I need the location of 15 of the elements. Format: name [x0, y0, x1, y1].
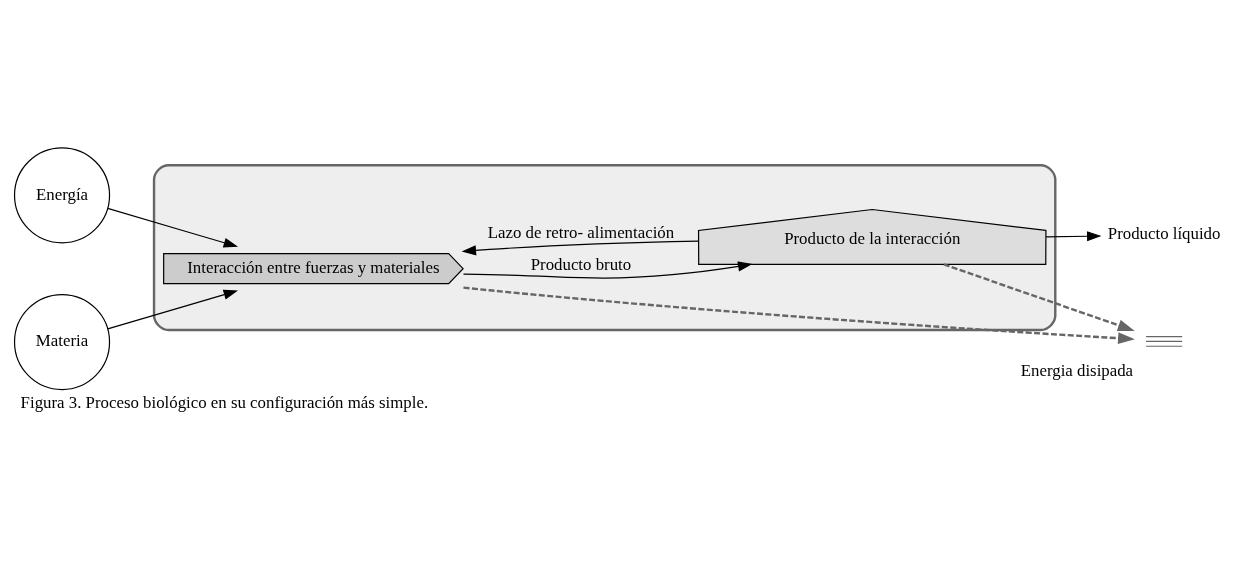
arrow [461, 240, 700, 255]
node-circle: Energía [13, 146, 111, 243]
node-label: Energia disipada [1020, 360, 1134, 380]
arrow [1045, 230, 1102, 241]
arrow [943, 262, 1135, 331]
arrow [462, 260, 753, 279]
arrow [463, 285, 1135, 344]
node-text: Producto líquido [1107, 223, 1221, 243]
edge-label: Lazo de retro- alimentación [487, 222, 675, 242]
caption: Figura 3. Proceso biológico en su configuración más simple. [20, 392, 429, 412]
edge-label: Producto bruto [530, 254, 632, 274]
node-circle: Materia [13, 293, 111, 390]
arrow [107, 207, 239, 248]
arrow [107, 289, 239, 329]
cluster [152, 163, 1057, 331]
